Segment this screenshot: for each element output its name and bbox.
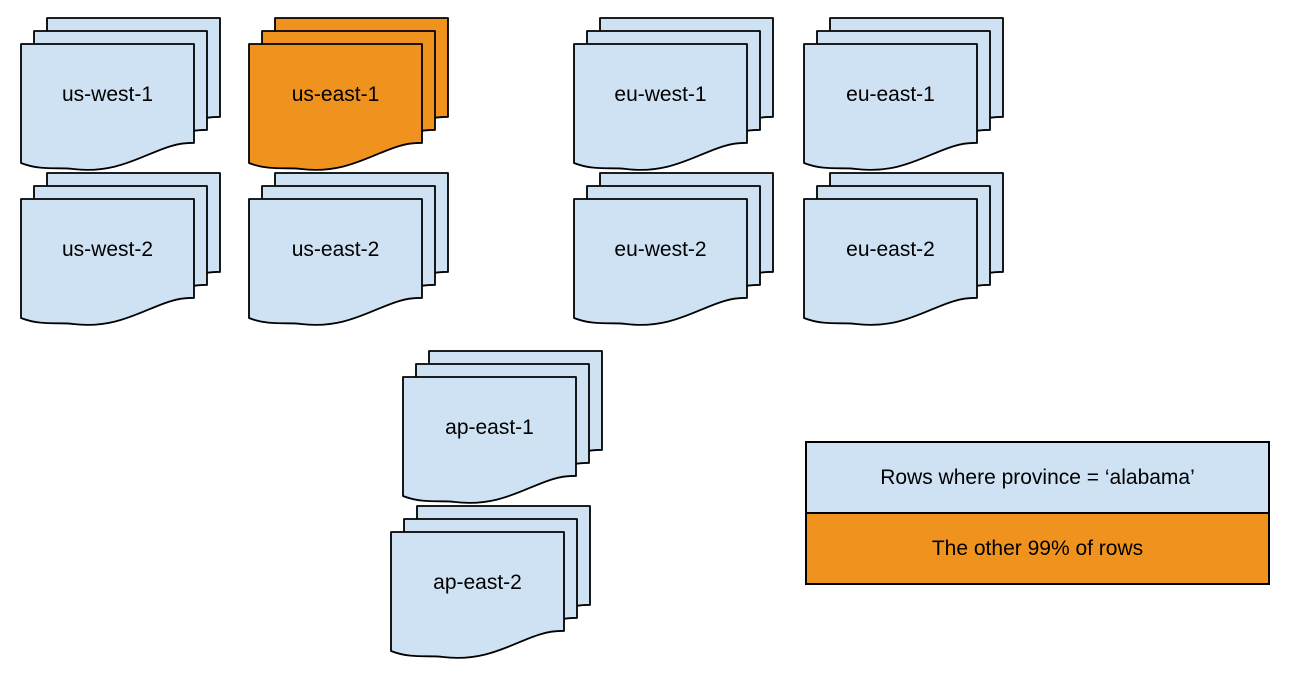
legend-item-alabama-rows: Rows where province = ‘alabama’ (807, 443, 1268, 512)
region-label: ap-east-1 (445, 415, 534, 439)
region-stack-us-east-2: us-east-2 (248, 172, 449, 332)
document-page-icon (803, 43, 978, 171)
document-page-icon (248, 198, 423, 326)
region-stack-us-west-2: us-west-2 (20, 172, 221, 332)
region-label: us-east-1 (291, 82, 380, 106)
legend-item-other-rows: The other 99% of rows (807, 512, 1268, 583)
region-stack-eu-east-1: eu-east-1 (803, 17, 1004, 177)
document-page-icon (248, 43, 423, 171)
document-page-icon (20, 198, 195, 326)
region-label: eu-east-2 (846, 237, 935, 261)
region-stack-ap-east-1: ap-east-1 (402, 350, 603, 510)
region-label: us-west-2 (61, 237, 154, 261)
region-stack-eu-west-1: eu-west-1 (573, 17, 774, 177)
region-stack-eu-west-2: eu-west-2 (573, 172, 774, 332)
document-page-icon (402, 376, 577, 504)
region-label: eu-east-1 (846, 82, 935, 106)
region-stack-eu-east-2: eu-east-2 (803, 172, 1004, 332)
legend-item-label: Rows where province = ‘alabama’ (880, 466, 1195, 489)
document-page-icon (803, 198, 978, 326)
region-label: eu-west-1 (614, 82, 707, 106)
region-stack-us-west-1: us-west-1 (20, 17, 221, 177)
document-page-icon (573, 43, 748, 171)
legend: Rows where province = ‘alabama’ The othe… (805, 441, 1270, 585)
region-label: us-west-1 (61, 82, 154, 106)
document-page-icon (390, 531, 565, 659)
region-label: eu-west-2 (614, 237, 707, 261)
region-label: ap-east-2 (433, 570, 522, 594)
document-page-icon (573, 198, 748, 326)
region-stack-ap-east-2: ap-east-2 (390, 505, 591, 665)
region-label: us-east-2 (291, 237, 380, 261)
legend-item-label: The other 99% of rows (931, 537, 1144, 560)
document-page-icon (20, 43, 195, 171)
region-stack-us-east-1: us-east-1 (248, 17, 449, 177)
